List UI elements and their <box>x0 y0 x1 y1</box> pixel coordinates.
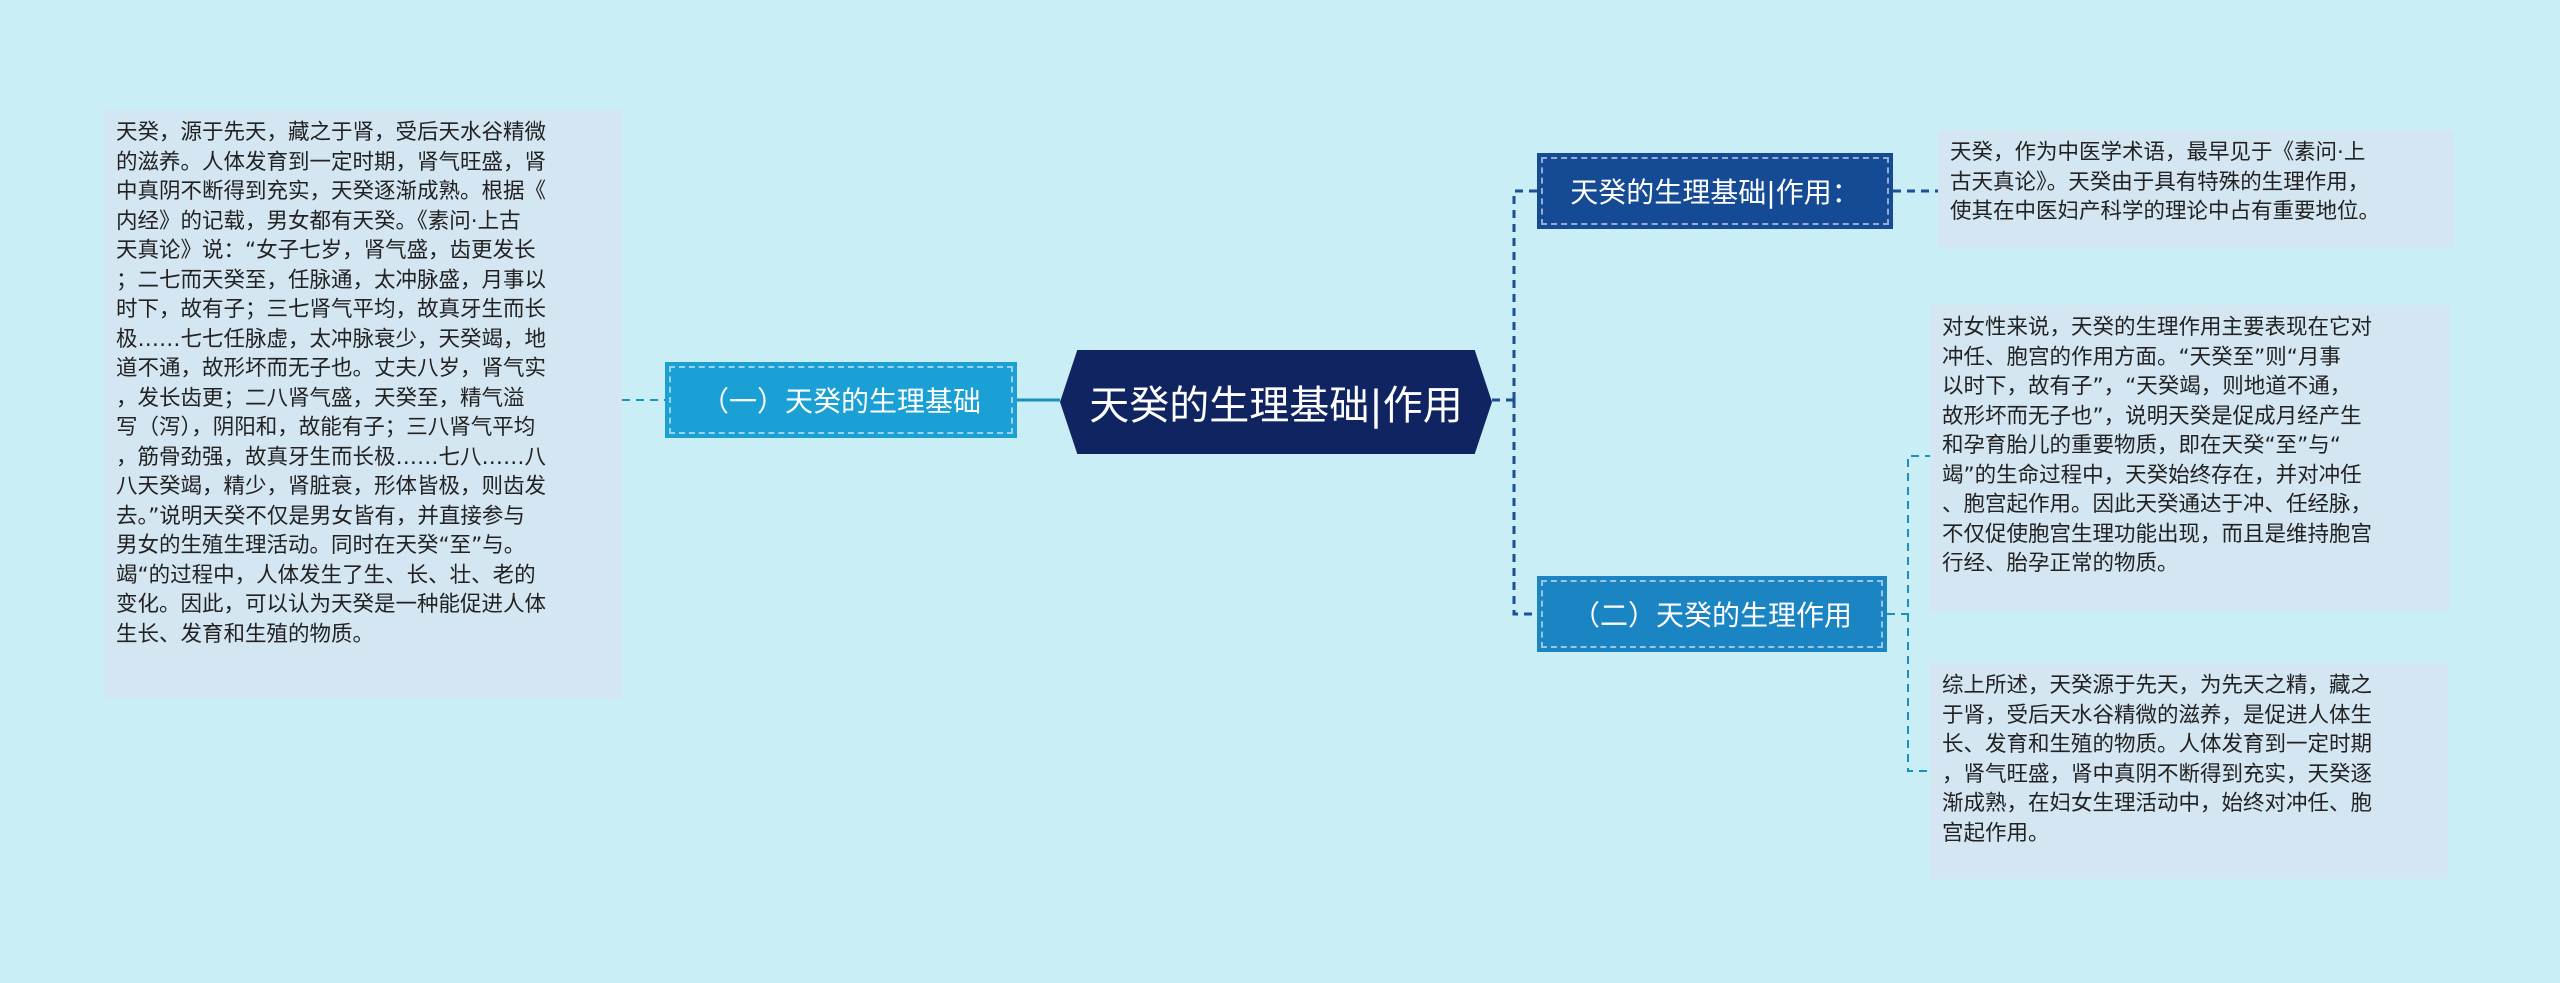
central-topic-label: 天癸的生理基础|作用 <box>1089 383 1463 429</box>
branch-physiological-basis[interactable]: （一）天癸的生理基础 <box>665 362 1017 438</box>
central-topic[interactable]: 天癸的生理基础|作用 <box>1060 350 1492 454</box>
connector-to-right-top <box>1512 189 1537 400</box>
leaf-summary[interactable]: 综上所述，天癸源于先天，为先天之精，藏之 于肾，受后天水谷精微的滋养，是促进人体… <box>1930 663 2448 879</box>
branch-physiological-basis-label: （一）天癸的生理基础 <box>700 385 981 418</box>
connector-to-right-bottom-leaf <box>1907 614 1930 772</box>
connector-to-right-mid-leaf <box>1887 455 1930 615</box>
branch-physiological-function-label: （二）天癸的生理作用 <box>1571 599 1852 632</box>
leaf-basis-detail[interactable]: 天癸，源于先天，藏之于肾，受后天水谷精微 的滋养。人体发育到一定时期，肾气旺盛，… <box>104 110 622 698</box>
connector-to-right-bottom <box>1512 400 1537 616</box>
branch-physiological-function[interactable]: （二）天癸的生理作用 <box>1537 576 1887 652</box>
branch-basis-and-function[interactable]: 天癸的生理基础|作用： <box>1537 153 1893 229</box>
branch-basis-and-function-label: 天癸的生理基础|作用： <box>1570 176 1860 209</box>
leaf-term-origin[interactable]: 天癸，作为中医学术语，最早见于《素问·上 古天真论》。天癸由于具有特殊的生理作用… <box>1938 130 2454 248</box>
leaf-function-female[interactable]: 对女性来说，天癸的生理作用主要表现在它对 冲任、胞宫的作用方面。“天癸至”则“月… <box>1930 305 2450 611</box>
